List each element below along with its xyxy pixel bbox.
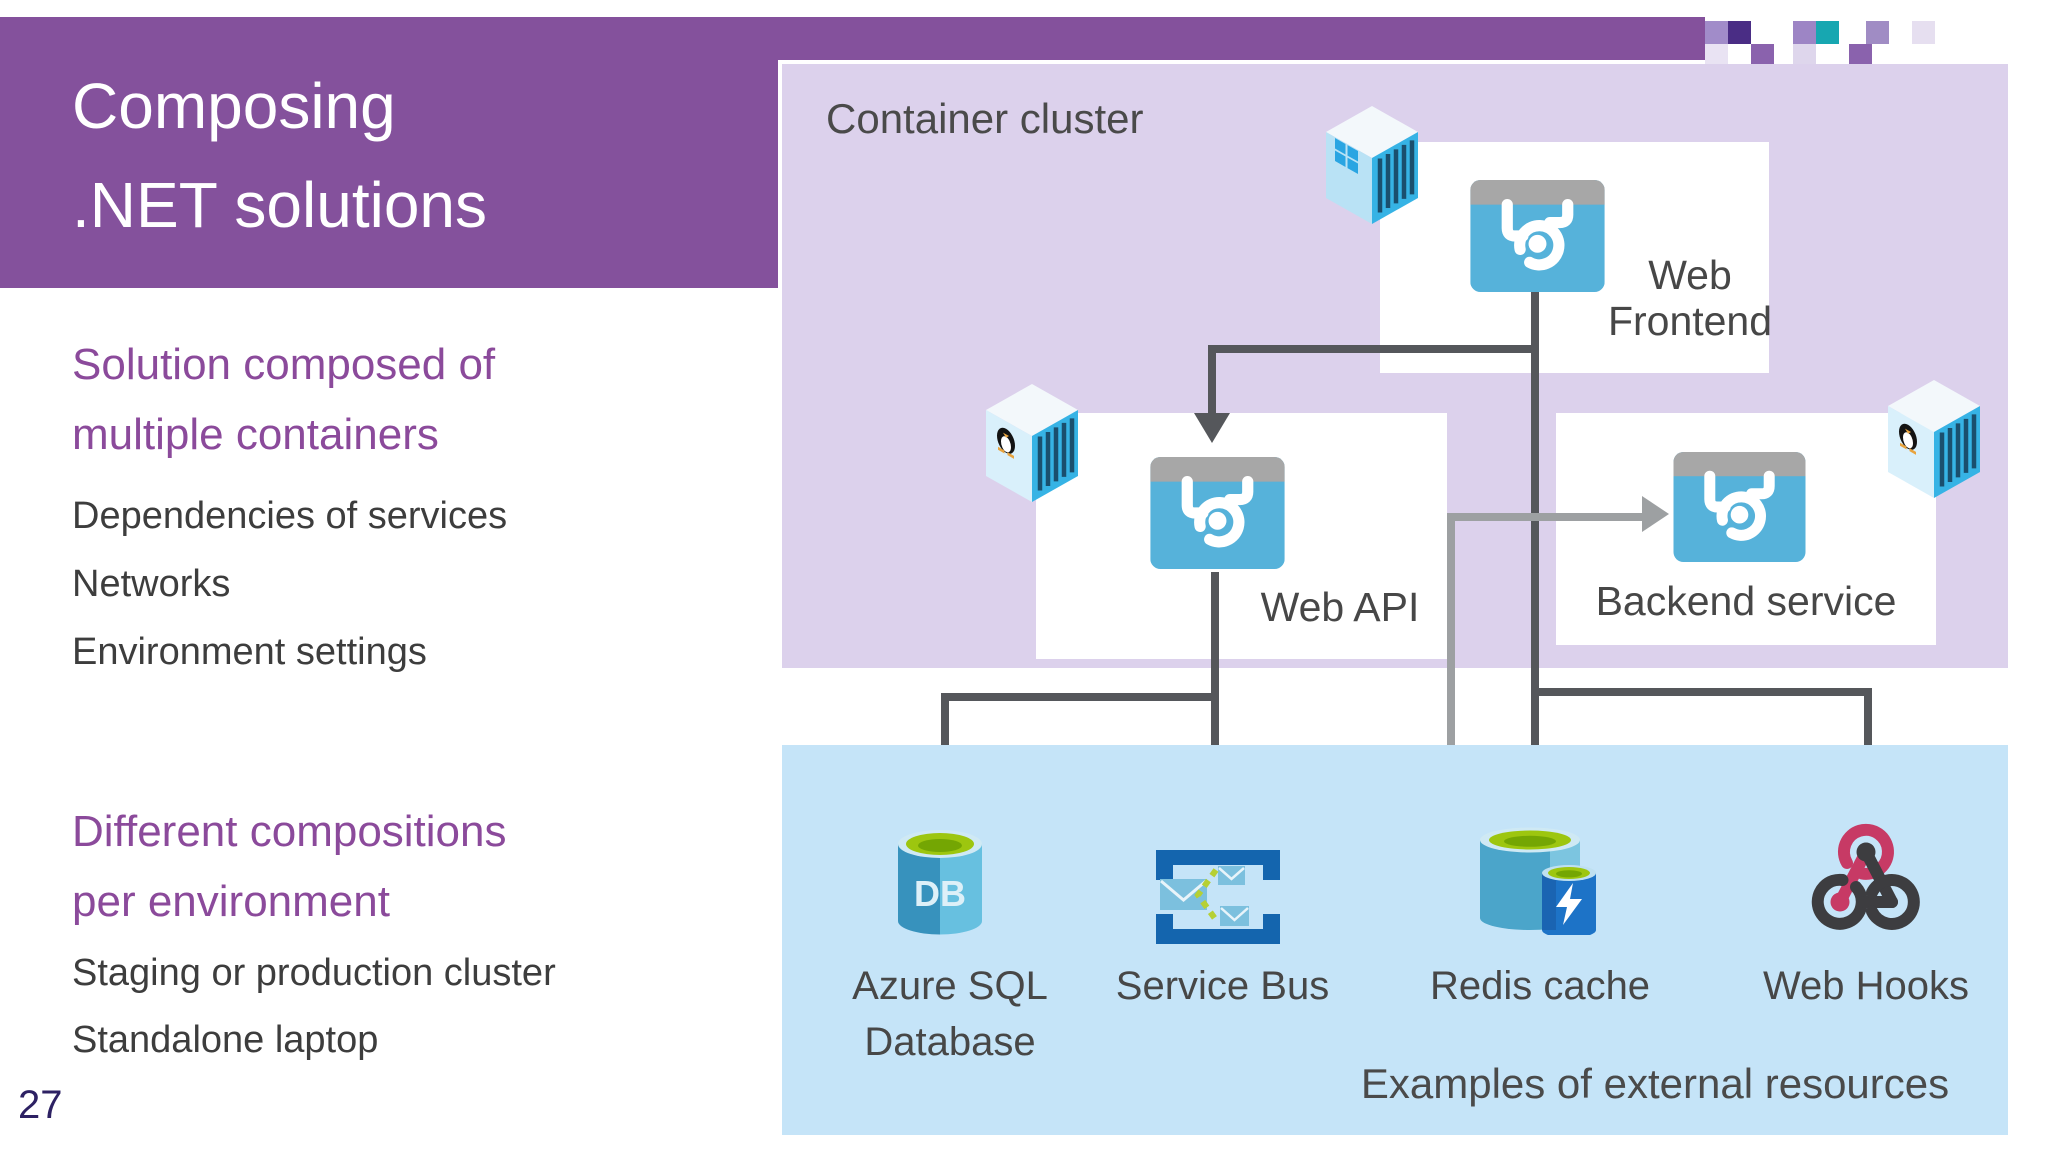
page-number: 27	[18, 1083, 63, 1127]
mosaic-square	[1751, 44, 1774, 67]
redis-cache-icon	[1480, 827, 1596, 935]
mosaic-square	[1705, 21, 1728, 44]
external-resources-panel	[782, 745, 2008, 1135]
db-icon-text: DB	[914, 873, 966, 914]
list-item: Staging or production cluster	[72, 952, 556, 994]
app-container-icon	[1150, 457, 1285, 569]
azure-sql-database-icon: DB	[898, 830, 982, 935]
container-cluster-label: Container cluster	[826, 95, 1144, 142]
service-bus-icon	[1156, 850, 1280, 944]
windows-container-cube-icon	[1322, 104, 1422, 226]
list-item: Standalone laptop	[72, 1019, 379, 1061]
external-resources-caption: Examples of external resources	[1360, 1060, 1950, 1107]
service-bus-label: Service Bus	[1115, 964, 1330, 1008]
app-container-icon	[1672, 452, 1807, 562]
section2-heading: Different compositions per environment	[72, 807, 507, 926]
web-hooks-icon	[1811, 823, 1920, 930]
azure-sql-database-label: Azure SQL Database	[852, 964, 1048, 1064]
mosaic-square	[1793, 44, 1816, 67]
mosaic-square	[1705, 44, 1728, 67]
app-container-icon	[1470, 180, 1605, 292]
section1-list: Dependencies of services Networks Enviro…	[72, 482, 507, 686]
list-item: Networks	[72, 563, 231, 605]
mosaic-square	[1849, 44, 1872, 67]
backend-service-label: Backend service	[1595, 578, 1897, 624]
linux-container-cube-icon	[982, 382, 1082, 504]
mosaic-square	[1912, 21, 1935, 44]
web-frontend-label: Web Frontend	[1607, 252, 1773, 344]
section1-heading: Solution composed of multiple containers	[72, 340, 496, 459]
title-block: Composing .NET solutions	[0, 17, 778, 288]
slide-title: Composing .NET solutions	[72, 70, 487, 241]
mosaic-square	[1728, 21, 1751, 44]
mosaic-square	[1866, 21, 1889, 44]
list-item: Dependencies of services	[72, 495, 508, 537]
web-api-label: Web API	[1260, 584, 1420, 630]
mosaic-square	[1816, 21, 1839, 44]
web-hooks-label: Web Hooks	[1762, 964, 1969, 1008]
mosaic-square	[1793, 21, 1816, 44]
redis-cache-label: Redis cache	[1429, 964, 1651, 1008]
linux-container-cube-icon	[1884, 378, 1984, 500]
list-item: Environment settings	[72, 631, 427, 673]
section2-list: Staging or production cluster Standalone…	[72, 940, 556, 1074]
